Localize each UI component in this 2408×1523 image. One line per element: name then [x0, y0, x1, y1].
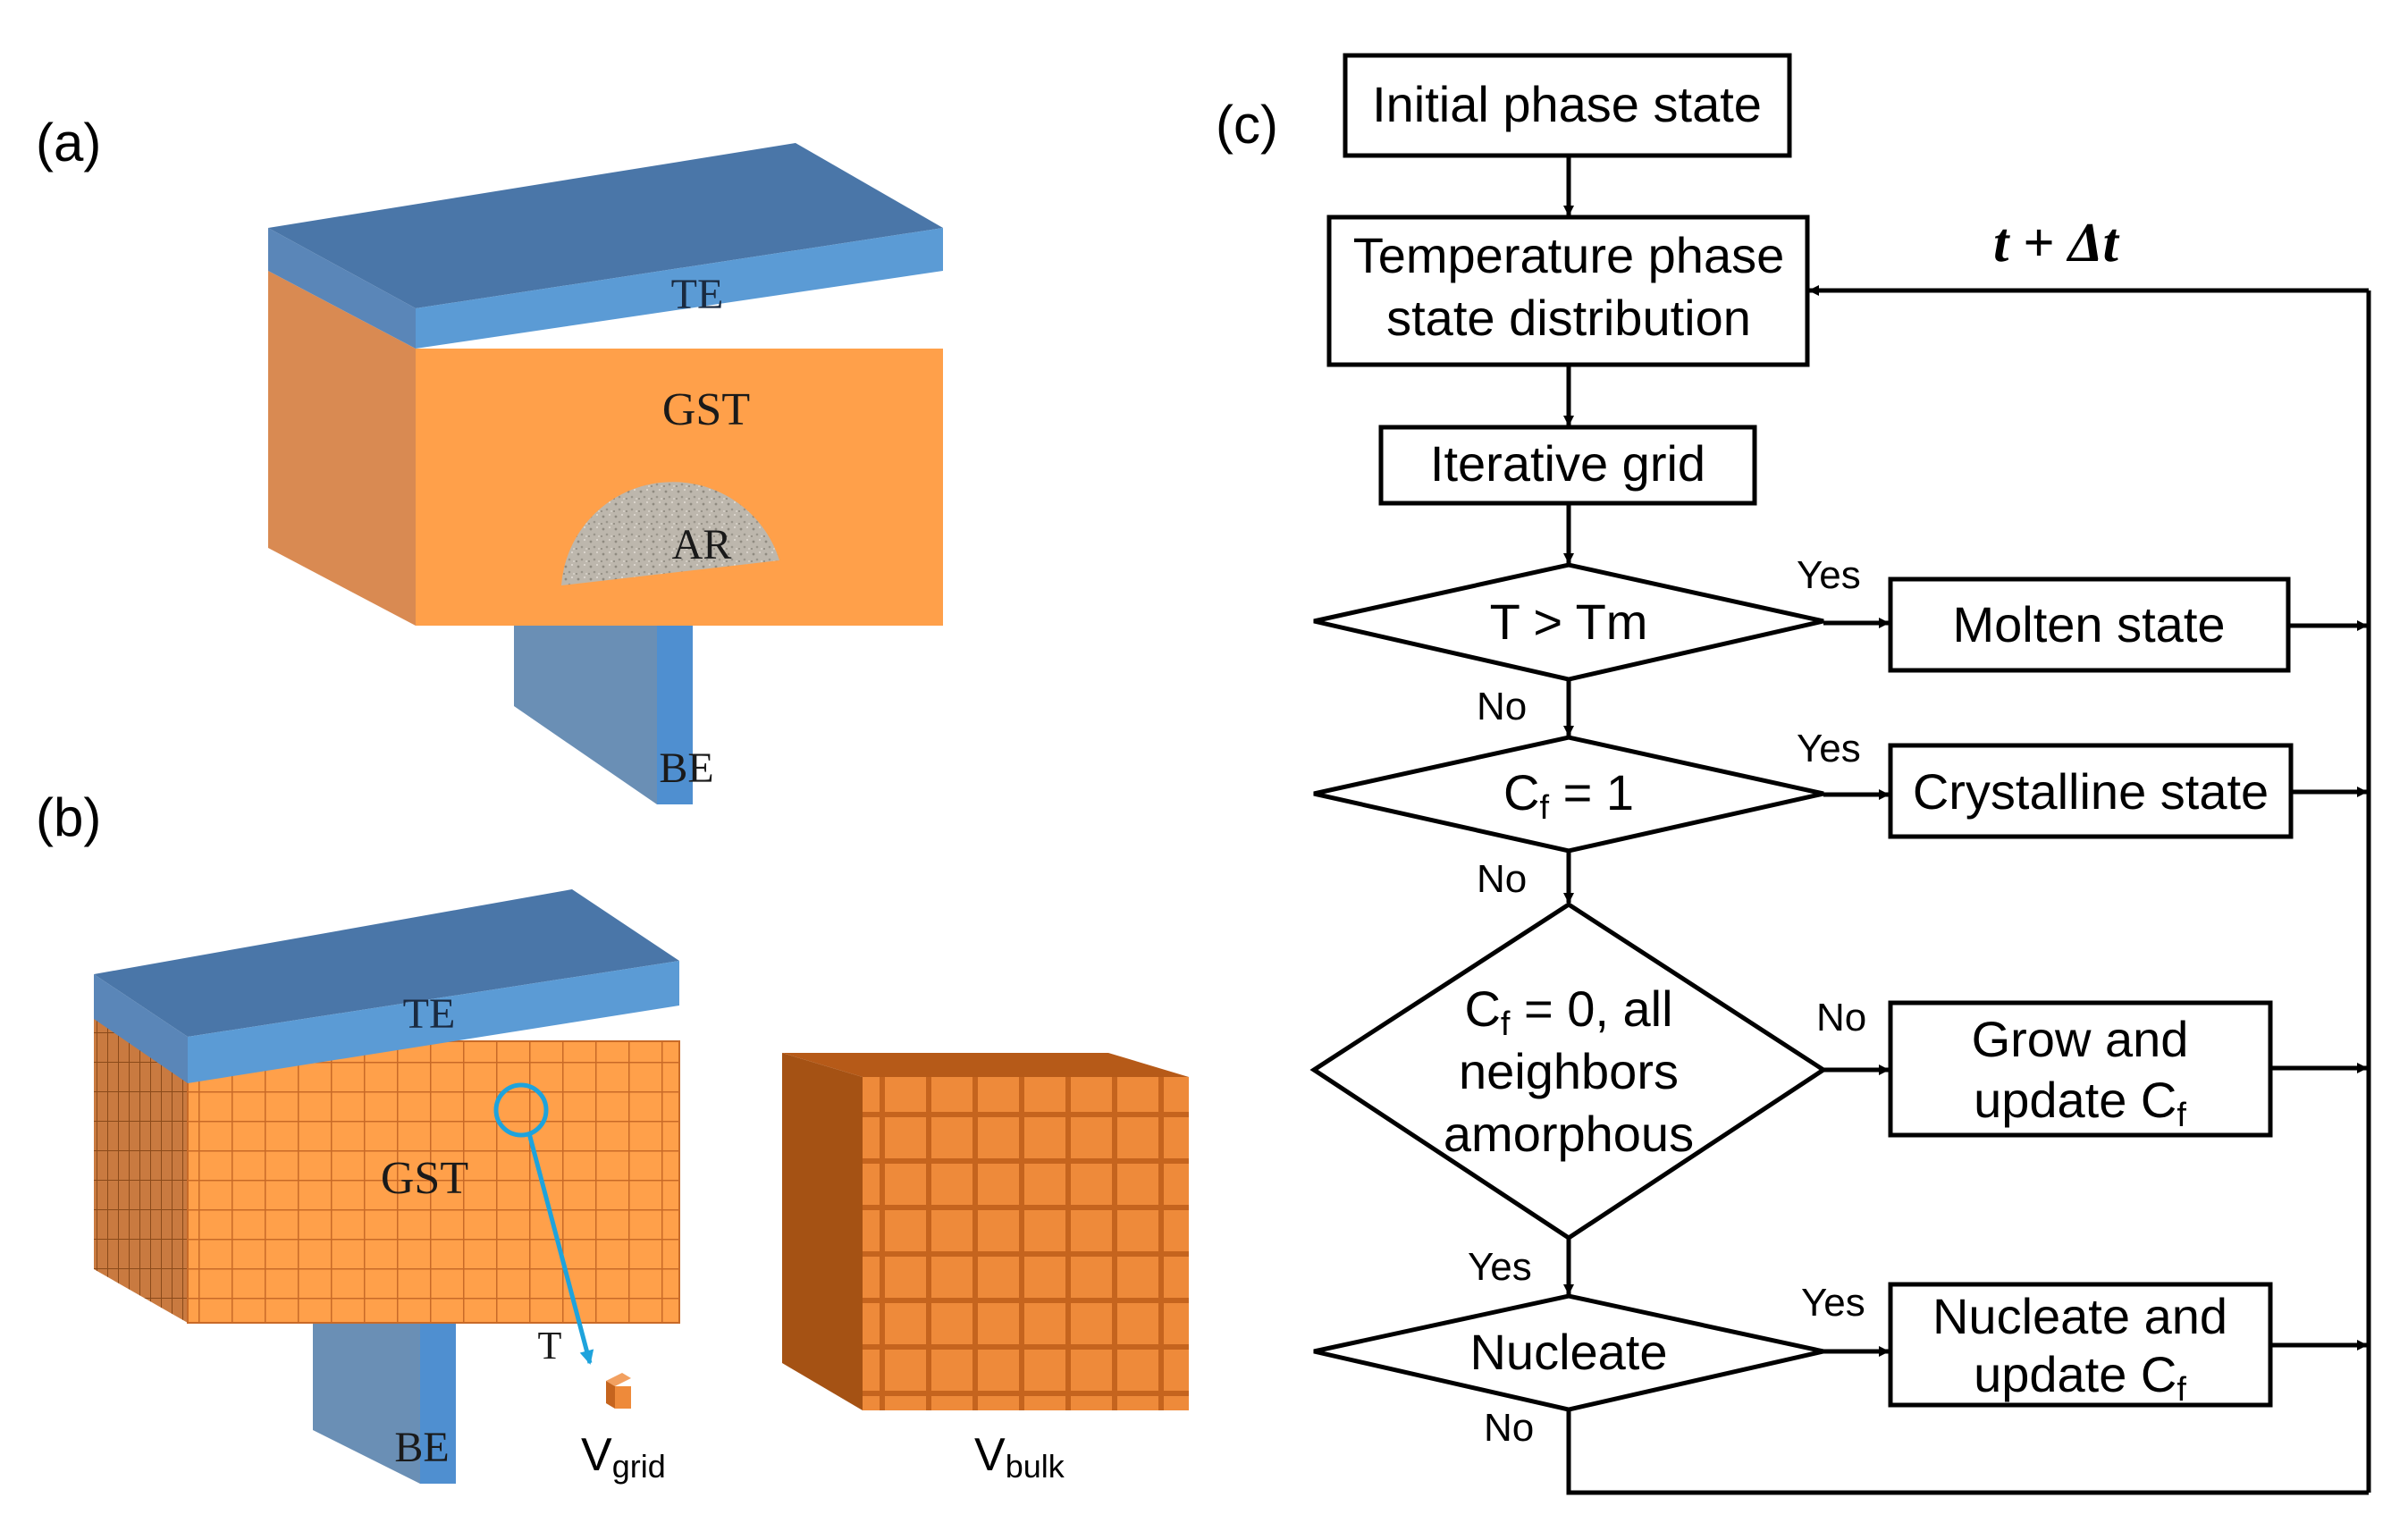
te-top-b	[94, 889, 679, 1037]
te-label-a: TE	[671, 271, 724, 318]
be-label-a: BE	[659, 745, 713, 792]
panel-c: (c)	[1216, 53, 2371, 1495]
vgrid-cube-front	[615, 1386, 631, 1409]
box-temperature-distribution	[1326, 215, 1810, 367]
nucleate-line1-text: Nucleate and	[1932, 1288, 2227, 1344]
te-label-b: TE	[403, 990, 456, 1038]
grow-line1-text: Grow and	[1972, 1011, 2189, 1067]
d3-line1-text: Cf = 0, all	[1464, 980, 1672, 1043]
iterative-grid-text: Iterative grid	[1430, 435, 1705, 492]
gst-grid-front	[187, 1040, 680, 1324]
crystalline-text: Crystalline state	[1913, 763, 2269, 820]
vbulk-front	[863, 1077, 1189, 1410]
te-side-a	[268, 228, 416, 349]
d2-no-label: No	[1477, 857, 1527, 901]
box-crystalline-state	[1888, 743, 2294, 839]
panel-c-label: (c)	[1216, 95, 1278, 155]
vgrid-label: Vgrid	[581, 1429, 666, 1485]
vgrid-cube-side	[606, 1381, 615, 1409]
d4-yes-label: Yes	[1801, 1281, 1865, 1325]
d1-yes-label: Yes	[1797, 553, 1861, 597]
gst-label-a: GST	[662, 384, 750, 435]
box-nucleate-update	[1888, 1282, 2273, 1408]
panel-a: (a) TE GST AR BE	[36, 113, 943, 804]
grow-line2-text: update Cf	[1974, 1072, 2186, 1134]
temp-line1-text: Temperature phase	[1353, 227, 1785, 283]
te-front-a	[416, 228, 943, 349]
d1-no-label: No	[1477, 685, 1527, 728]
gst-label-b: GST	[381, 1153, 468, 1204]
ar-region	[561, 482, 779, 585]
d4-no-label: No	[1484, 1406, 1534, 1450]
te-top-a	[268, 143, 943, 308]
vbulk-side	[782, 1053, 863, 1410]
nucleate-line2-text: update Cf	[1974, 1346, 2186, 1409]
vbulk-label: Vbulk	[974, 1429, 1065, 1485]
ar-label: AR	[672, 521, 732, 568]
gst-grid-side	[94, 983, 188, 1323]
nucleate-no-path	[1566, 1409, 2369, 1495]
d2-yes-label: Yes	[1797, 727, 1861, 770]
temp-line2-text: state distribution	[1386, 290, 1751, 346]
te-side-b	[94, 974, 188, 1083]
d3-line2-text: neighbors	[1459, 1043, 1679, 1099]
d1-text: T > Tm	[1490, 593, 1648, 650]
panel-c-text: Initial phase state Temperature phase st…	[1353, 76, 2269, 1409]
grid-highlight-circle	[493, 1082, 549, 1138]
panel-a-label: (a)	[36, 113, 101, 172]
te-front-b	[188, 961, 679, 1083]
panel-b-label: (b)	[36, 787, 101, 847]
be-label-b: BE	[394, 1424, 449, 1471]
be-side-a	[514, 617, 657, 804]
molten-text: Molten state	[1952, 596, 2225, 652]
vbulk-top	[782, 1053, 1189, 1077]
initial-phase-text: Initial phase state	[1372, 76, 1762, 132]
d4-text: Nucleate	[1469, 1324, 1667, 1380]
d2-text: Cf = 1	[1503, 764, 1634, 827]
vgrid-cube-top	[606, 1373, 631, 1386]
panel-b: (b) TE GST BE T Vgrid Vbulk	[36, 787, 1189, 1485]
d3-line3-text: amorphous	[1444, 1106, 1694, 1162]
be-front-a	[657, 617, 693, 804]
t-label: T	[538, 1324, 562, 1367]
branch-labels: Yes No Yes No No Yes Yes No	[1468, 553, 1866, 1450]
d3-yes-label: Yes	[1468, 1245, 1532, 1289]
loop-time-label: t + Δt	[1993, 213, 2119, 273]
gst-side-a	[268, 271, 416, 626]
box-initial-phase	[1343, 53, 1792, 158]
grid-pointer-arrow	[526, 1132, 594, 1365]
d3-no-label: No	[1816, 996, 1866, 1039]
